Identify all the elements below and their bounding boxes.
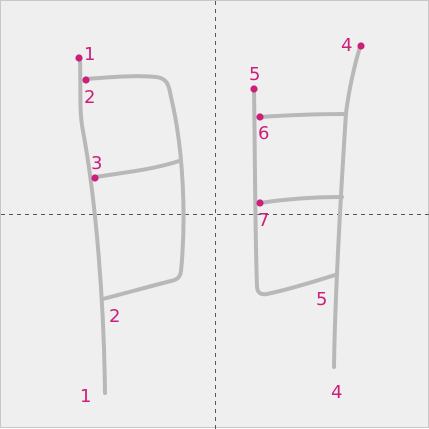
stroke-2-start-dot	[82, 76, 90, 84]
stroke-4	[332, 45, 362, 369]
label-stroke-5-end: 5	[316, 289, 327, 310]
label-stroke-2-start: 2	[84, 87, 95, 108]
label-stroke-1-end: 1	[80, 386, 91, 407]
stroke-6-start-dot	[256, 113, 264, 121]
label-stroke-5-start: 5	[249, 64, 260, 85]
label-stroke-2-end: 2	[109, 306, 120, 327]
stroke-3	[94, 159, 181, 179]
stroke-3-start-dot	[91, 174, 99, 182]
stroke-1-start-dot	[75, 54, 83, 62]
label-stroke-3-start: 3	[91, 153, 102, 174]
stroke-7-start-dot	[256, 199, 264, 207]
label-stroke-4-end: 4	[331, 382, 342, 403]
label-stroke-6-start: 6	[258, 123, 269, 144]
stroke-5	[252, 87, 337, 297]
label-stroke-1-start: 1	[84, 44, 95, 65]
stroke-1	[78, 57, 107, 395]
stroke-4-start-dot	[357, 42, 365, 50]
stroke-7	[258, 195, 344, 205]
label-stroke-4-start: 4	[341, 35, 352, 56]
label-stroke-7-start: 7	[258, 210, 269, 231]
stroke-6	[258, 112, 348, 119]
stroke-2	[84, 74, 186, 301]
stroke-5-start-dot	[250, 85, 258, 93]
